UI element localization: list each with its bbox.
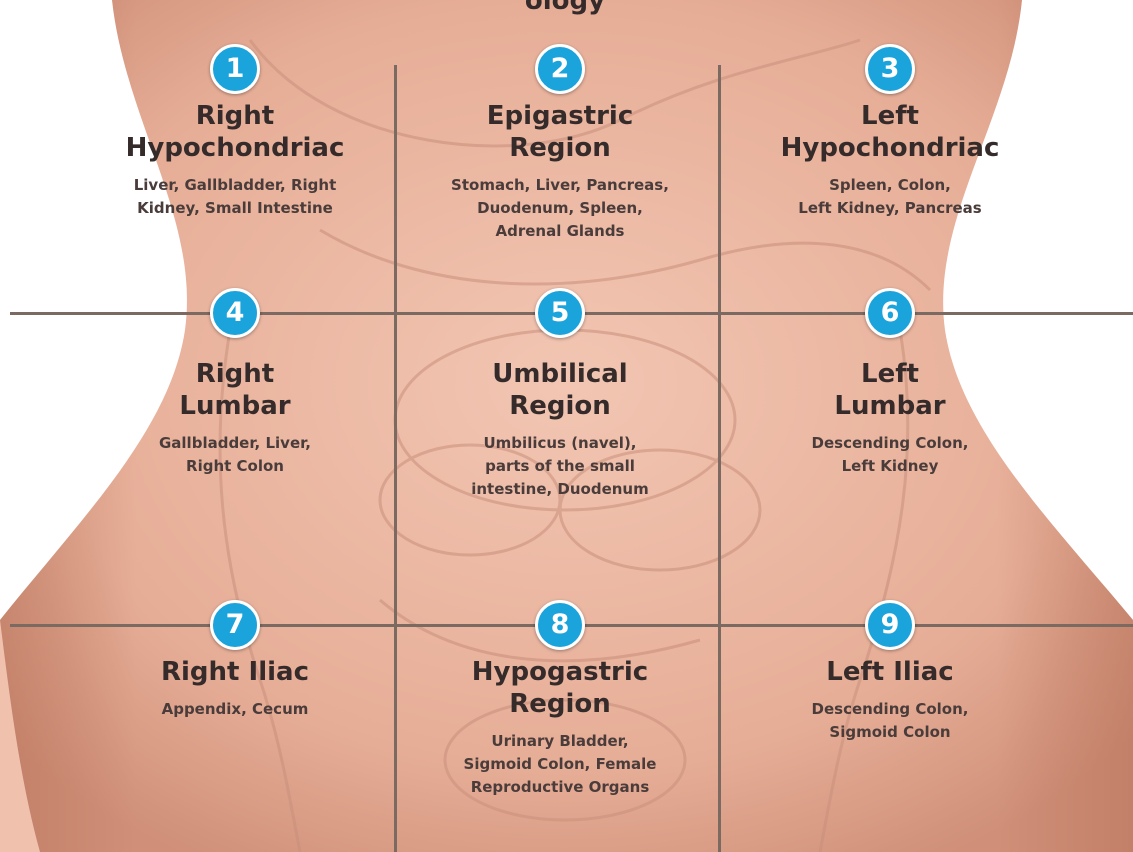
region-name: Umbilical Region — [410, 358, 710, 422]
region-organs: Spleen, Colon, Left Kidney, Pancreas — [740, 174, 1040, 220]
region-organs: Umbilicus (navel), parts of the small in… — [410, 432, 710, 501]
region-organs: Descending Colon, Sigmoid Colon — [740, 698, 1040, 744]
region-number-badge: 7 — [210, 600, 260, 650]
region-number-badge: 3 — [865, 44, 915, 94]
region-number-badge: 2 — [535, 44, 585, 94]
region-name: Left Hypochondriac — [740, 100, 1040, 164]
region-number-badge: 4 — [210, 288, 260, 338]
region-number-badge: 1 — [210, 44, 260, 94]
region-name: Right Iliac — [90, 656, 380, 688]
region-name: Left Iliac — [740, 656, 1040, 688]
region-name: Left Lumbar — [740, 358, 1040, 422]
region-name: Right Hypochondriac — [90, 100, 380, 164]
vertical-divider-right — [718, 65, 721, 852]
region-epigastric: 2 Epigastric Region Stomach, Liver, Panc… — [410, 44, 710, 243]
vertical-divider-left — [394, 65, 397, 852]
region-organs: Appendix, Cecum — [90, 698, 380, 721]
region-left-hypochondriac: 3 Left Hypochondriac Spleen, Colon, Left… — [740, 44, 1040, 220]
page-title-fragment: ology — [440, 0, 690, 16]
region-left-lumbar: 6 Left Lumbar Descending Colon, Left Kid… — [740, 288, 1040, 478]
region-name: Right Lumbar — [90, 358, 380, 422]
region-organs: Liver, Gallbladder, Right Kidney, Small … — [90, 174, 380, 220]
region-left-iliac: 9 Left Iliac Descending Colon, Sigmoid C… — [740, 600, 1040, 744]
region-right-lumbar: 4 Right Lumbar Gallbladder, Liver, Right… — [90, 288, 380, 478]
region-organs: Gallbladder, Liver, Right Colon — [90, 432, 380, 478]
region-number-badge: 9 — [865, 600, 915, 650]
region-right-iliac: 7 Right Iliac Appendix, Cecum — [90, 600, 380, 721]
region-organs: Stomach, Liver, Pancreas, Duodenum, Sple… — [410, 174, 710, 243]
region-organs: Urinary Bladder, Sigmoid Colon, Female R… — [410, 730, 710, 799]
region-number-badge: 8 — [535, 600, 585, 650]
region-number-badge: 5 — [535, 288, 585, 338]
region-hypogastric: 8 Hypogastric Region Urinary Bladder, Si… — [410, 600, 710, 799]
region-right-hypochondriac: 1 Right Hypochondriac Liver, Gallbladder… — [90, 44, 380, 220]
region-organs: Descending Colon, Left Kidney — [740, 432, 1040, 478]
region-name: Epigastric Region — [410, 100, 710, 164]
region-umbilical: 5 Umbilical Region Umbilicus (navel), pa… — [410, 288, 710, 501]
region-name: Hypogastric Region — [410, 656, 710, 720]
region-number-badge: 6 — [865, 288, 915, 338]
